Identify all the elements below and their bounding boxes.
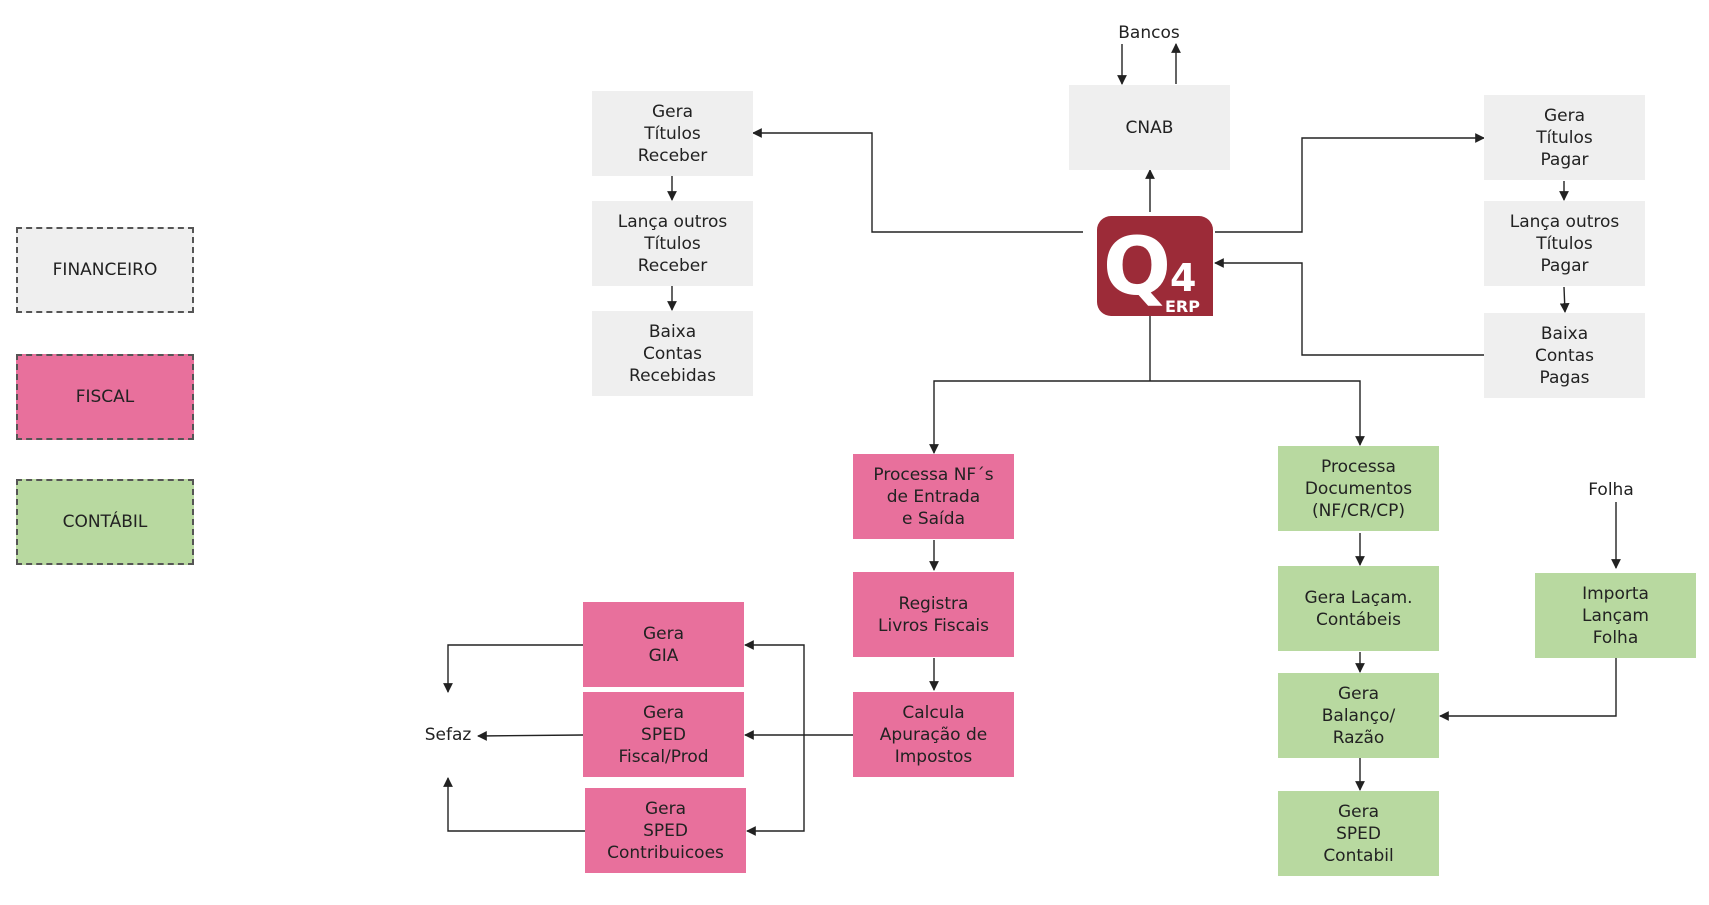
arrow-sped-contrib-to-sefaz xyxy=(443,777,585,832)
arrow-sped-fiscal-to-sefaz xyxy=(477,731,584,741)
arrow-importa-to-balanco xyxy=(1439,658,1617,721)
arrow-baixa-pagas-to-q4 xyxy=(1214,258,1484,356)
label-bancos: Bancos xyxy=(1118,23,1180,43)
node-processa-nfs: Processa NF´s de Entrada e Saída xyxy=(853,454,1014,539)
legend-fiscal-label: FISCAL xyxy=(75,387,135,407)
node-gera-titulos-pagar: Gera Títulos Pagar xyxy=(1484,95,1645,180)
node-lanca-outros-titulos-receber: Lança outros Títulos Receber xyxy=(592,201,753,286)
node-gera-lancam-contabeis: Gera Laçam. Contábeis xyxy=(1278,566,1439,651)
node-gera-sped-contribuicoes: Gera SPED Contribuicoes xyxy=(585,788,746,873)
node-gera-sped-contabil: Gera SPED Contabil xyxy=(1278,791,1439,876)
legend-contabil-label: CONTÁBIL xyxy=(62,512,148,532)
node-gera-titulos-receber: Gera Títulos Receber xyxy=(592,91,753,176)
arrow-pagar-2 xyxy=(1559,286,1570,313)
logo-letter: Q xyxy=(1103,220,1171,313)
q4-erp-logo: Q 4 ERP xyxy=(1097,216,1213,316)
arrow-calcula-to-sped-contrib xyxy=(746,735,805,836)
arrow-q4-to-gera-titulos-pagar xyxy=(1215,133,1485,233)
arrow-to-processa-nfs xyxy=(929,380,1150,454)
logo-sub: ERP xyxy=(1165,297,1200,316)
legend-financeiro-label: FINANCEIRO xyxy=(52,260,158,280)
node-gera-sped-fiscal: Gera SPED Fiscal/Prod xyxy=(583,692,744,777)
node-baixa-contas-pagas: Baixa Contas Pagas xyxy=(1484,313,1645,398)
node-lanca-outros-titulos-pagar: Lança outros Títulos Pagar xyxy=(1484,201,1645,286)
arrow-to-processa-documentos xyxy=(1150,380,1365,446)
logo-digit: 4 xyxy=(1170,256,1196,300)
node-cnab: CNAB xyxy=(1069,85,1230,170)
node-registra-livros-fiscais: Registra Livros Fiscais xyxy=(853,572,1014,657)
label-folha: Folha xyxy=(1588,480,1634,500)
legend-contabil: CONTÁBIL xyxy=(16,479,194,565)
node-importa-lancam-folha: Importa Lançam Folha xyxy=(1535,573,1696,658)
node-baixa-contas-recebidas: Baixa Contas Recebidas xyxy=(592,311,753,396)
arrow-gia-to-sefaz xyxy=(443,644,583,693)
label-sefaz: Sefaz xyxy=(424,725,472,745)
legend-fiscal: FISCAL xyxy=(16,354,194,440)
node-gera-gia: Gera GIA xyxy=(583,602,744,687)
arrow-q4-to-gera-titulos-receber xyxy=(752,128,1083,233)
node-processa-documentos: Processa Documentos (NF/CR/CP) xyxy=(1278,446,1439,531)
node-calcula-apuracao: Calcula Apuração de Impostos xyxy=(853,692,1014,777)
arrow-calcula-to-gia xyxy=(744,640,805,735)
node-gera-balanco-razao: Gera Balanço/ Razão xyxy=(1278,673,1439,758)
legend-financeiro: FINANCEIRO xyxy=(16,227,194,313)
